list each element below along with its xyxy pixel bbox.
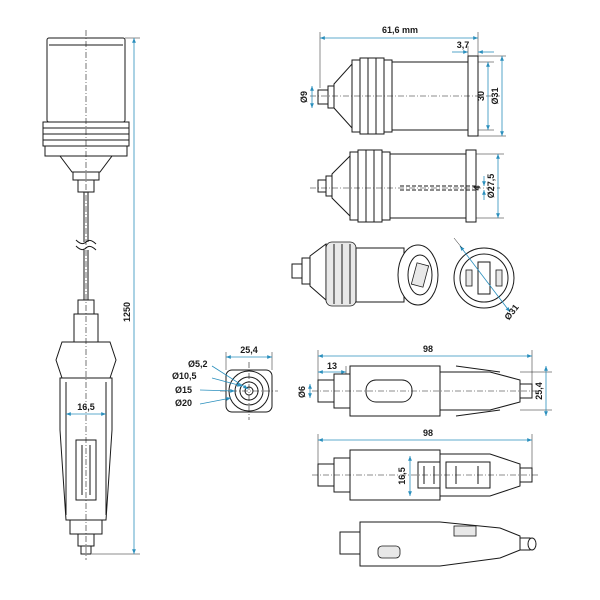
socket-ribs <box>42 121 130 157</box>
socket-side-view: 61,6 mm 3,7 Ø9 30 Ø31 <box>299 25 506 137</box>
cable-assembly-view: 1250 16,5 <box>42 30 140 560</box>
dim-cable-length: 1250 <box>92 37 140 555</box>
plug-side-view-bottom: 98 16,5 <box>312 428 540 501</box>
inner-dia-label: Ø27,5 <box>486 174 496 199</box>
tip-offset-label: 13 <box>327 361 337 371</box>
plug-height-label: 25,4 <box>534 382 544 400</box>
plug-perspective-view <box>339 521 537 567</box>
plug-perspective-body <box>359 521 521 567</box>
cable-length-label: 1250 <box>122 302 132 322</box>
tip-dia-label: Ø9 <box>299 91 309 103</box>
end-width-label: 25,4 <box>240 345 258 355</box>
socket-perspective-body <box>355 247 405 303</box>
body-dia-label: Ø31 <box>490 87 500 104</box>
d20-label: Ø20 <box>175 398 192 408</box>
socket-front-view: Ø31 <box>453 237 521 322</box>
socket-section-view: 4 Ø27,5 <box>310 149 504 223</box>
plug-length-top-label: 98 <box>423 344 433 354</box>
d15-label: Ø15 <box>175 385 192 395</box>
tip-pin-dia-label: Ø6 <box>297 386 307 398</box>
plug-length-bottom-label: 98 <box>423 428 433 438</box>
body-height-label: 30 <box>476 91 486 101</box>
flange-thickness-label: 3,7 <box>457 40 470 50</box>
dim-plug-width-left: 16,5 <box>66 402 106 416</box>
socket-perspective-view <box>291 241 439 307</box>
socket-length-label: 61,6 mm <box>382 25 418 35</box>
plug-side-view-top: 98 13 Ø6 25,4 <box>297 344 552 417</box>
plug-width-mid-label: 16,5 <box>397 467 407 485</box>
plug-width-left-label: 16,5 <box>77 402 95 412</box>
d10-5-label: Ø10,5 <box>172 371 197 381</box>
d5-2-label: Ø5,2 <box>188 359 208 369</box>
hole-offset-label: 4 <box>472 185 482 190</box>
plug-end-view: 25,4 Ø5,2 Ø10,5 Ø15 Ø20 <box>172 345 278 420</box>
